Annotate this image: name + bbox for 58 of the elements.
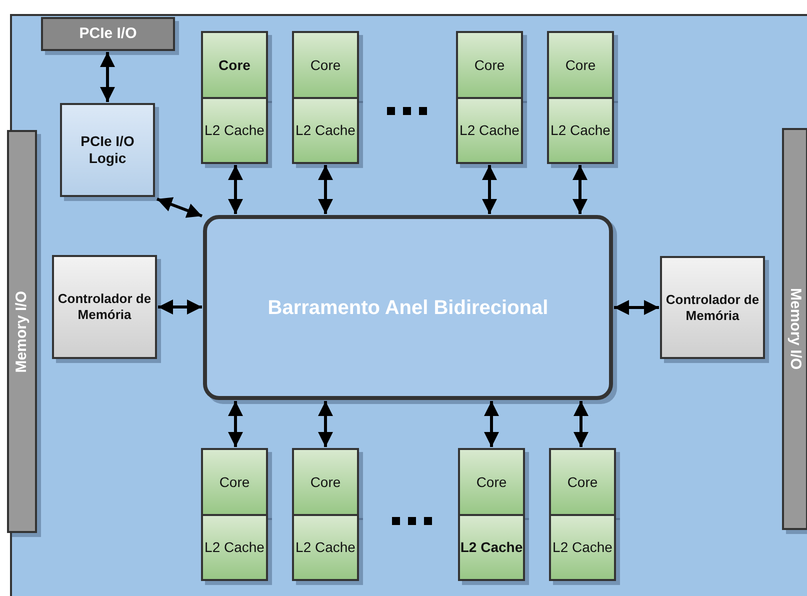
block-label: Core (565, 56, 596, 74)
core-block (292, 448, 359, 516)
cache-block (458, 514, 525, 581)
block-label: Core (219, 474, 250, 490)
double-arrow (100, 52, 115, 102)
double-arrow (614, 300, 659, 315)
double-arrow (156, 197, 203, 218)
memory-io-bar (7, 130, 37, 533)
block-label: Controlador de Memória (56, 291, 152, 323)
double-arrow (318, 165, 333, 214)
memory-io-bar (782, 128, 807, 530)
core-block (547, 31, 614, 99)
block-label: L2 Cache (550, 122, 610, 139)
block-label: Memory I/O (13, 290, 31, 372)
block-label: Core (567, 474, 598, 490)
core-block (458, 448, 525, 516)
block-label: Core (476, 474, 507, 490)
block-label: PCIe I/O Logic (80, 133, 136, 167)
core-block (201, 31, 268, 99)
cache-block (549, 514, 616, 581)
double-arrow (482, 165, 497, 214)
cache-block (292, 97, 359, 164)
block-label: Barramento Anel Bidirecional (268, 296, 548, 320)
double-arrow (228, 165, 243, 214)
block-label: L2 Cache (204, 122, 264, 139)
core-block (201, 448, 268, 516)
cache-block (292, 514, 359, 581)
core-block (549, 448, 616, 516)
block-label: L2 Cache (552, 539, 612, 556)
cache-block (201, 514, 268, 581)
double-arrow (228, 401, 243, 447)
block-label: Core (218, 56, 250, 74)
io-block (41, 17, 175, 51)
block-label: PCIe I/O (79, 25, 137, 43)
cache-block (456, 97, 523, 164)
block-label: L2 Cache (204, 539, 264, 556)
block-label: Memory I/O (786, 288, 804, 370)
block-label: Core (474, 56, 505, 74)
core-block (456, 31, 523, 99)
block-label: Core (310, 56, 341, 74)
block-label: Core (310, 474, 341, 490)
block-label: L2 Cache (460, 122, 520, 139)
block-label: L2 Cache (296, 539, 356, 556)
core-block (292, 31, 359, 99)
block-label: L2 Cache (296, 122, 356, 139)
block-label: Controlador de Memória (664, 292, 760, 324)
double-arrow (572, 165, 588, 214)
ring-bus-box (203, 215, 613, 400)
double-arrow (484, 401, 499, 447)
block-label: L2 Cache (460, 539, 523, 556)
double-arrow (318, 401, 333, 447)
controller-block (660, 256, 765, 359)
logic-block (60, 103, 155, 197)
cache-block (201, 97, 268, 164)
double-arrow (158, 300, 202, 314)
controller-block (52, 255, 157, 359)
cache-block (547, 97, 614, 164)
double-arrow (574, 401, 588, 447)
